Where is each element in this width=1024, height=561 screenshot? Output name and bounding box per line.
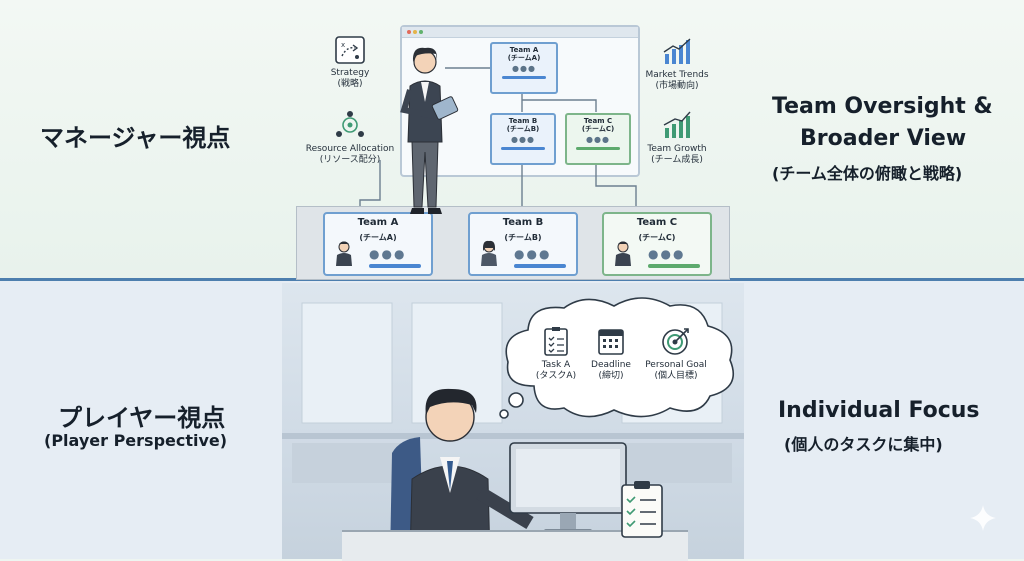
bar-chart-icon	[663, 38, 691, 64]
checklist-icon	[544, 327, 568, 356]
team-card-a: Team A (チームA) ●●●	[323, 212, 433, 276]
manager-perspective-title: マネージャー視点	[40, 124, 231, 152]
svg-text:x: x	[341, 41, 345, 49]
resource-label: Resource Allocation	[305, 144, 395, 154]
board-team-a: Team A (チームA) ●●●	[490, 42, 558, 94]
board-team-b: Team B (チームB) ●●●	[490, 113, 556, 165]
calendar-icon	[598, 329, 624, 355]
individual-focus-title: Individual Focus	[778, 398, 980, 423]
growth-chart-icon	[663, 111, 691, 138]
org-chart-connectors	[359, 67, 637, 210]
manager-figure	[400, 47, 459, 214]
checklist-clipboard-icon	[621, 481, 663, 538]
oversight-title-line2: Broader View	[800, 126, 967, 151]
board-team-c: Team C (チームC) ●●●	[565, 113, 631, 165]
strategy-caption: x Strategy (戦略)	[310, 36, 390, 90]
individual-focus-subtitle: (個人のタスクに集中)	[784, 435, 943, 454]
thought-goal: Personal Goal (個人目標)	[640, 326, 712, 382]
oversight-title-line1: Team Oversight &	[772, 94, 993, 119]
network-icon	[336, 111, 364, 137]
strategy-label-jp: (戦略)	[337, 79, 363, 89]
growth-caption: Team Growth (チーム成長)	[636, 110, 718, 166]
growth-label-jp: (チーム成長)	[651, 155, 703, 165]
thought-task: Task A (タスクA)	[528, 326, 584, 382]
team-progress-bar	[369, 264, 421, 268]
target-icon	[662, 328, 689, 355]
strategy-label: Strategy	[330, 68, 370, 78]
market-label-jp: (市場動向)	[655, 81, 699, 91]
market-label: Market Trends	[645, 70, 709, 80]
team-progress-bar	[648, 264, 700, 268]
resource-label-jp: (リソース配分)	[319, 155, 381, 165]
board-title-bar	[402, 27, 638, 38]
team-lead-avatar	[336, 241, 352, 266]
team-members-icon: ●●●	[648, 247, 686, 261]
thought-bubble	[499, 297, 735, 419]
market-caption: Market Trends (市場動向)	[636, 36, 718, 92]
player-perspective-subtitle: (Player Perspective)	[44, 431, 228, 450]
thought-deadline: Deadline (締切)	[584, 326, 638, 382]
oversight-subtitle: (チーム全体の俯瞰と戦略)	[772, 164, 963, 183]
team-members-icon: ●●●	[369, 247, 407, 261]
resource-caption: Resource Allocation (リソース配分)	[300, 110, 400, 166]
growth-label: Team Growth	[647, 144, 707, 154]
team-card-b: Team B (チームB) ●●●	[468, 212, 578, 276]
team-card-c: Team C (チームC) ●●●	[602, 212, 712, 276]
team-lead-avatar	[615, 241, 631, 266]
computer-monitor	[509, 442, 627, 535]
team-lead-avatar	[481, 240, 497, 266]
team-progress-bar	[514, 264, 566, 268]
player-perspective-title: プレイヤー視点	[58, 404, 226, 432]
strategy-icon: x	[335, 36, 365, 64]
team-members-icon: ●●●	[514, 247, 552, 261]
sparkle-icon	[970, 505, 996, 531]
